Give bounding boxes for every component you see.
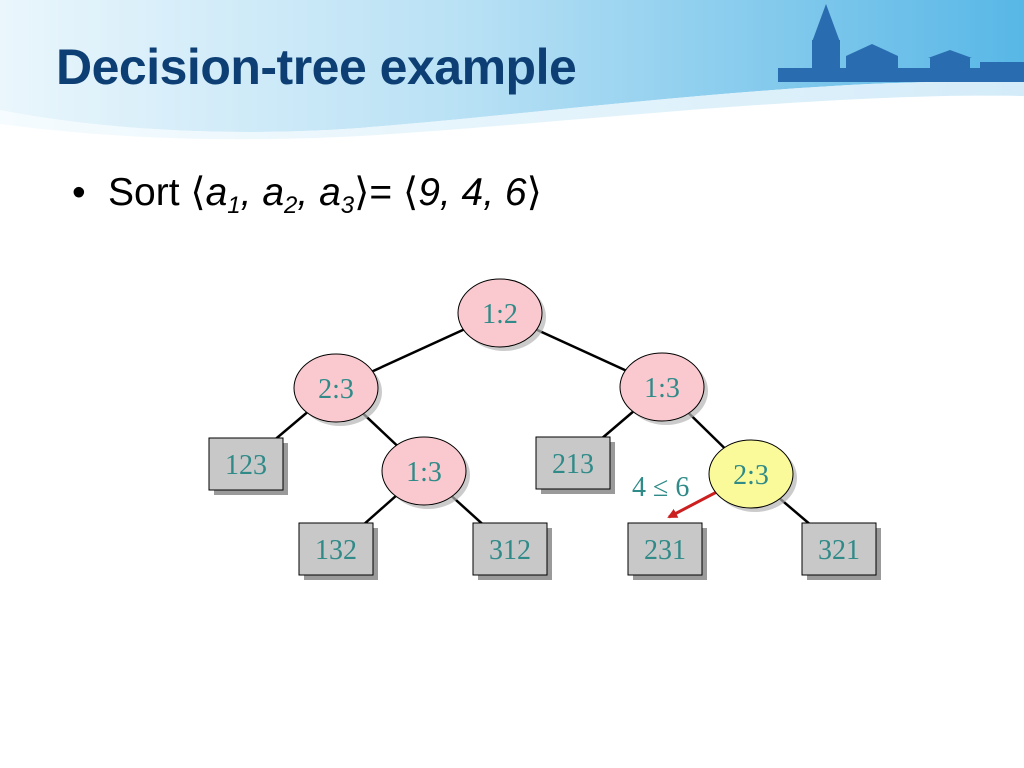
var-a3: a3 [319, 171, 355, 219]
tree-leaf-123: 123 [208, 437, 288, 495]
tree-leaf-321: 321 [801, 522, 881, 580]
node-label: 2:3 [318, 374, 354, 405]
tree-leaf-312: 312 [472, 522, 552, 580]
tree-node-left_right: 1:3 [381, 436, 470, 509]
open-bracket: ⟨ [402, 171, 419, 214]
tree-node-right: 1:3 [619, 352, 708, 425]
leaf-label: 321 [818, 535, 860, 566]
bullet-marker: • [72, 171, 86, 214]
edge-condition-label: 4 ≤ 6 [632, 472, 689, 503]
var-a2: a2 [262, 171, 298, 219]
leaf-label: 231 [644, 535, 686, 566]
tree-leaf-231: 231 [627, 522, 707, 580]
leaf-box [627, 522, 703, 576]
close-bracket: ⟩ [526, 171, 542, 214]
node-ellipse [619, 352, 705, 422]
node-ellipse [381, 436, 467, 506]
node-label: 1:2 [482, 299, 518, 330]
header-banner [0, 0, 1024, 140]
node-label: 1:3 [406, 457, 442, 488]
tree-leaf-132: 132 [298, 522, 378, 580]
leaf-box [208, 437, 284, 491]
leaf-label: 123 [225, 450, 267, 481]
tree-leaf-213: 213 [535, 436, 615, 494]
leaf-label: 132 [315, 535, 357, 566]
tree-node-left: 2:3 [293, 353, 382, 426]
equals-sign: = [369, 171, 393, 214]
tree-node-right_right: 2:3 [708, 439, 797, 512]
open-bracket: ⟨ [190, 171, 206, 214]
var-a1: a1 [205, 171, 241, 219]
node-label: 1:3 [644, 373, 680, 404]
leaf-box [298, 522, 374, 576]
close-bracket: ⟩ [354, 171, 370, 214]
leaf-box [801, 522, 877, 576]
leaf-label: 312 [489, 535, 531, 566]
sort-word: Sort [108, 171, 180, 214]
sort-values: 9, 4, 6 [418, 171, 527, 214]
church-silhouette-icon [778, 4, 1024, 82]
header-wave [0, 81, 1024, 140]
slide-title: Decision-tree example [56, 39, 577, 95]
tree-node-root: 1:2 [457, 278, 546, 351]
leaf-box [472, 522, 548, 576]
node-ellipse [708, 439, 794, 509]
header-sky-band [0, 0, 1024, 132]
node-label: 2:3 [733, 460, 769, 491]
node-ellipse [293, 353, 379, 423]
leaf-label: 213 [552, 449, 594, 480]
bullet-sort-statement: •Sort ⟨a1, a2, a3⟩= ⟨9, 4, 6⟩ [72, 171, 542, 219]
leaf-box [535, 436, 611, 490]
node-ellipse [457, 278, 543, 348]
